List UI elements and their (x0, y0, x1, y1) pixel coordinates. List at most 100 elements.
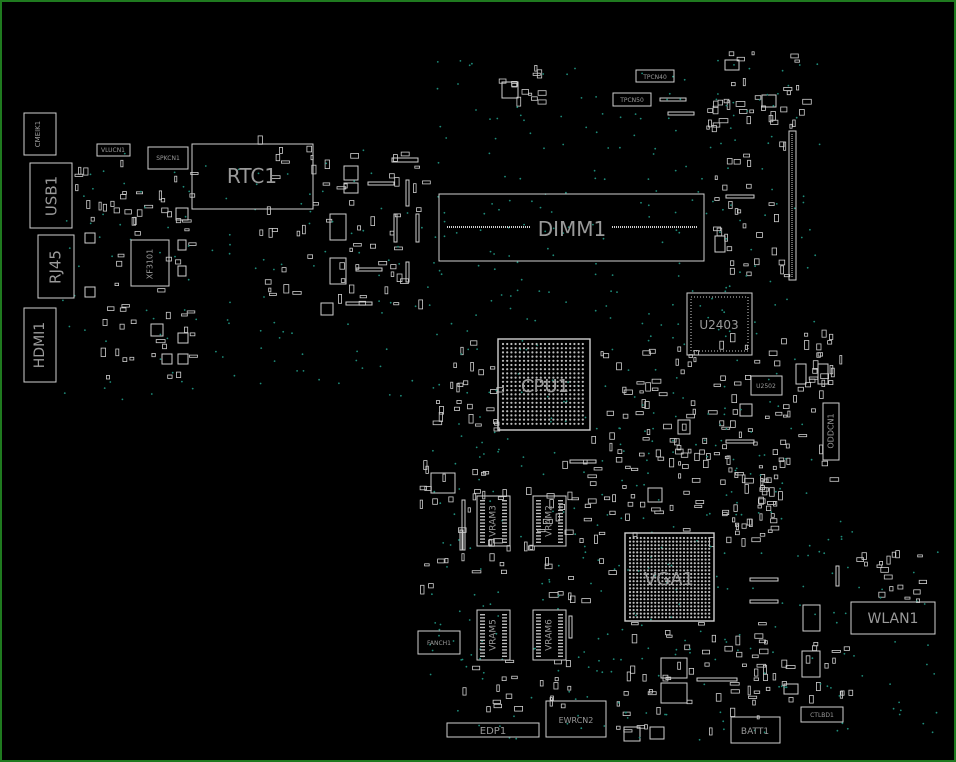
connector-edp1[interactable]: EDP1 (446, 722, 540, 738)
passive-component (735, 530, 740, 536)
via (899, 709, 902, 712)
chip-vram5[interactable]: VRAM5 (476, 609, 511, 661)
connector-spkcn1[interactable]: SPKCN1 (147, 146, 189, 170)
cpu-ball (506, 380, 509, 383)
via (799, 604, 801, 607)
cpu-ball (527, 363, 530, 367)
vga-ball (650, 580, 653, 583)
passive-component (680, 452, 689, 458)
via (237, 168, 240, 171)
via (604, 385, 607, 388)
chip-cpu1[interactable]: CPU1 (497, 338, 591, 431)
cpu-ball (556, 418, 559, 421)
via (672, 526, 675, 528)
passive-component (746, 116, 751, 125)
vga-ball (650, 562, 653, 565)
passive-component (675, 448, 684, 455)
slot-dimm1[interactable]: DIMM1 (438, 193, 705, 262)
vga-ball (636, 558, 639, 561)
connector-rj45[interactable]: RJ45 (37, 234, 75, 299)
passive-component (268, 292, 277, 296)
vga-ball (650, 569, 653, 572)
label-vga1: VGA1 (644, 569, 694, 590)
via (466, 330, 469, 332)
connector-ctlbd1[interactable]: CTLBD1 (800, 706, 844, 723)
via (353, 180, 356, 183)
passive-component (691, 477, 701, 483)
passive-component (656, 707, 661, 715)
vram-pin (558, 503, 563, 505)
connector-wlan1[interactable]: WLAN1 (850, 601, 936, 635)
vga-ball (654, 594, 657, 597)
via (291, 332, 293, 335)
passive-component (648, 348, 656, 354)
cpu-ball (531, 368, 534, 371)
chip-u2403[interactable]: U2403 (686, 292, 753, 356)
passive-component (677, 661, 681, 670)
passive-component (732, 409, 738, 415)
via (381, 312, 383, 314)
vga-ball (639, 565, 642, 568)
connector-tpcn40[interactable]: TPCN40 (635, 69, 675, 83)
vga-ball (693, 616, 696, 619)
cpu-ball (556, 405, 559, 409)
connector-usb1[interactable]: USB1 (29, 162, 73, 229)
cpu-ball (577, 372, 580, 375)
chip-u2502[interactable]: U2502 (750, 375, 783, 396)
via (898, 701, 900, 704)
vga-ball (632, 547, 635, 550)
vga-ball (693, 562, 696, 565)
vga-ball (697, 554, 700, 558)
vga-ball (700, 612, 704, 615)
chip-vram3[interactable]: VRAM3 (476, 495, 511, 547)
passive-component (735, 472, 744, 476)
vga-ball (664, 612, 668, 615)
vga-ball (661, 554, 664, 558)
vga-ball (643, 601, 646, 604)
chip-vga1[interactable]: VGA1 (624, 532, 715, 622)
passive-component (693, 357, 697, 363)
via (652, 412, 655, 414)
via (89, 222, 92, 225)
cpu-ball (552, 389, 555, 392)
cpu-ball (556, 347, 559, 350)
connector-vlucn1[interactable]: VLUCN1 (96, 143, 131, 157)
passive-component (675, 358, 679, 366)
via (530, 696, 533, 699)
vga-ball (664, 547, 668, 550)
chip-xf3101[interactable]: XF3101 (130, 239, 170, 287)
vga-ball (672, 536, 675, 540)
passive-component (770, 119, 779, 125)
vga-ball (643, 558, 646, 561)
connector-batt1[interactable]: BATT1 (730, 716, 781, 744)
via (400, 394, 402, 397)
vga-ball (657, 558, 660, 561)
connector-oddcn1[interactable]: ODDCN1 (822, 402, 840, 461)
vga-ball (657, 551, 660, 554)
chip-vram2[interactable]: VRAM2 (532, 495, 567, 547)
vga-ball (661, 594, 664, 597)
component-rtc1[interactable]: RTC1 (191, 143, 314, 210)
passive-component (763, 673, 768, 681)
vga-ball (679, 576, 682, 579)
connector-cmerk1[interactable]: CMEIK1 (23, 112, 57, 156)
via (436, 61, 439, 63)
trace-connector (749, 577, 779, 582)
trace-connector (355, 267, 383, 272)
connector-fanch1[interactable]: FANCH1 (417, 630, 461, 655)
passive-component (419, 499, 423, 509)
connector-tpcn50[interactable]: TPCN50 (612, 92, 652, 107)
via (259, 329, 262, 332)
cpu-ball (560, 359, 563, 362)
vga-ball (661, 587, 664, 590)
chip-vram6[interactable]: VRAM6 (532, 609, 567, 661)
vga-ball (636, 547, 639, 550)
connector-ewrcn2[interactable]: EWRCN2 (545, 700, 607, 738)
cpu-ball (564, 405, 568, 409)
via (358, 251, 361, 254)
passive-component (734, 208, 739, 215)
via (725, 427, 728, 430)
connector-hdmi1[interactable]: HDMI1 (23, 307, 57, 383)
passive-component (758, 465, 763, 469)
cpu-ball (577, 401, 580, 404)
